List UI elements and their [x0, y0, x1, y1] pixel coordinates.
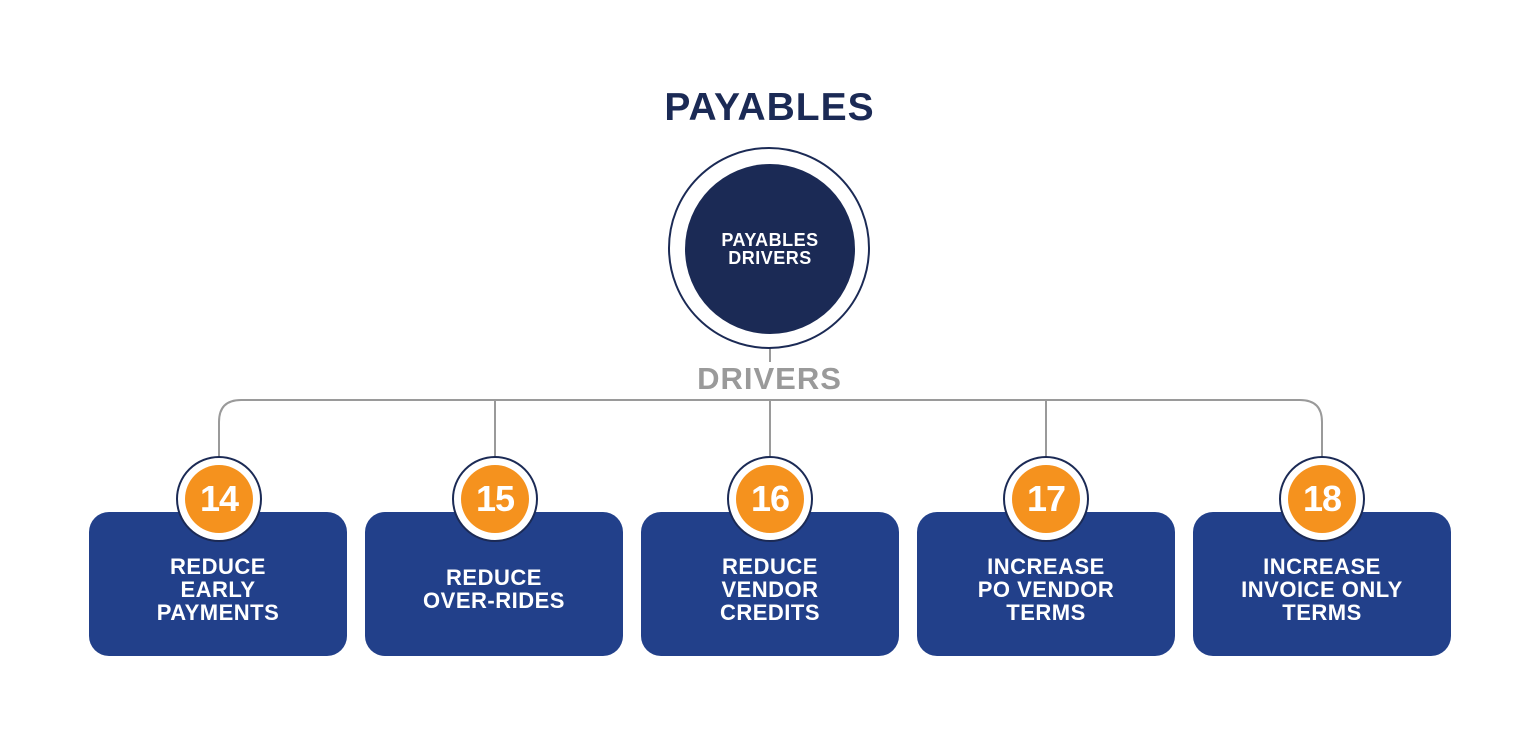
driver-number: 14: [199, 478, 239, 519]
driver-number: 16: [750, 478, 790, 519]
driver-number-badge: 17: [1012, 465, 1080, 533]
hub-label: PAYABLES DRIVERS: [721, 230, 819, 268]
driver-card-label: REDUCE VENDOR CREDITS: [719, 553, 821, 625]
driver-number: 18: [1302, 478, 1342, 519]
driver-number: 17: [1026, 478, 1066, 519]
driver-card-label: INCREASE INVOICE ONLY TERMS: [1241, 553, 1403, 625]
driver-card-label: REDUCE OVER-RIDES: [423, 565, 565, 613]
driver-number: 15: [475, 478, 515, 519]
driver-card-label: REDUCE EARLY PAYMENTS: [156, 553, 280, 625]
drivers-label: DRIVERS: [697, 361, 842, 396]
driver-card-label: INCREASE PO VENDOR TERMS: [977, 553, 1115, 625]
driver-number-badge: 14: [185, 465, 253, 533]
driver-number-badge: 16: [736, 465, 804, 533]
driver-number-badge: 18: [1288, 465, 1356, 533]
driver-number-badge: 15: [461, 465, 529, 533]
diagram-title: PAYABLES: [664, 86, 875, 129]
hub-circle: PAYABLES DRIVERS: [685, 164, 855, 334]
drivers-label-background: [690, 362, 850, 398]
driver-card: INCREASE INVOICE ONLY TERMS: [1193, 512, 1451, 656]
